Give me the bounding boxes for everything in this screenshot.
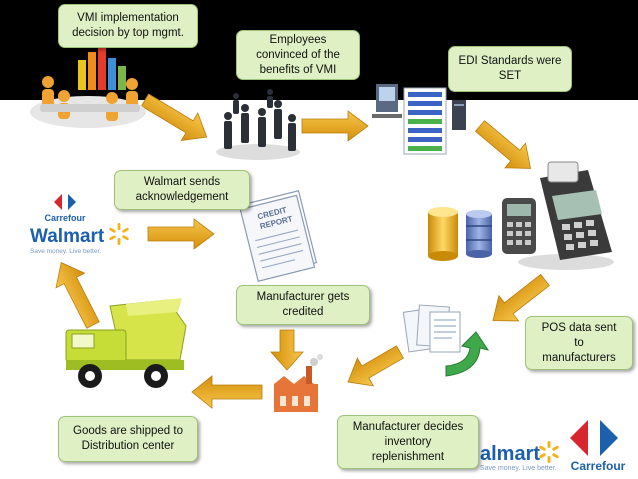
factory-illustration (274, 354, 323, 412)
step-manufacturer-decides: Manufacturer decides inventory replenish… (337, 415, 479, 469)
arrow-pos-to-documents (492, 273, 550, 322)
arrow-truck-to-walmart (55, 262, 100, 329)
walmart-tagline-left: Save money. Live better. (30, 248, 101, 255)
walmart-logo-left: Walmart Save money. Live better. (30, 223, 129, 255)
arrow-documents-to-factory (347, 345, 405, 387)
step-goods-shipped: Goods are shipped to Distribution center (58, 416, 198, 462)
step-manufacturer-credited: Manufacturer gets credited (236, 285, 370, 325)
step-walmart-acknowledgement: Walmart sends acknowledgement (114, 170, 250, 210)
arrow-meeting-to-people (140, 93, 208, 142)
carrefour-logo-right: Carrefour (570, 420, 626, 473)
walmart-label-right: almart (480, 443, 540, 465)
walmart-spark-icon-right (539, 441, 559, 463)
carrefour-logo-left: Carrefour (44, 194, 86, 223)
arrow-walmart-to-report (147, 218, 215, 250)
step-vmi-decision: VMI implementation decision by top mgmt. (58, 4, 198, 48)
carrefour-mark-icon (54, 194, 62, 210)
credit-report-illustration: CREDIT REPORT (239, 190, 318, 282)
walmart-logo-right: almart Save money. Live better. (478, 436, 560, 474)
walmart-spark-icon (109, 223, 129, 245)
step-employees-convinced: Employees convinced of the benefits of V… (236, 30, 360, 80)
documents-illustration (402, 304, 490, 377)
arrow-people-to-edi (301, 110, 369, 142)
pos-terminal-illustration (502, 161, 614, 270)
arrow-factory-to-truck (191, 375, 263, 409)
database-cylinders-illustration (428, 207, 492, 261)
walmart-tagline-right: Save money. Live better. (480, 465, 557, 472)
business-people-illustration (216, 89, 300, 160)
carrefour-label-right: Carrefour (571, 459, 626, 473)
edi-illustration (372, 84, 466, 155)
carrefour-label-left: Carrefour (44, 213, 86, 223)
carrefour-mark-icon-right (570, 420, 588, 456)
dump-truck-illustration (65, 298, 187, 388)
arrow-edi-to-pos (474, 120, 532, 169)
step-edi-standards: EDI Standards were SET (448, 46, 572, 92)
step-pos-data-sent: POS data sent to manufacturers (525, 316, 633, 370)
arrow-report-to-factory (270, 329, 304, 371)
walmart-label-left: Walmart (30, 226, 105, 247)
meeting-illustration (30, 44, 146, 128)
